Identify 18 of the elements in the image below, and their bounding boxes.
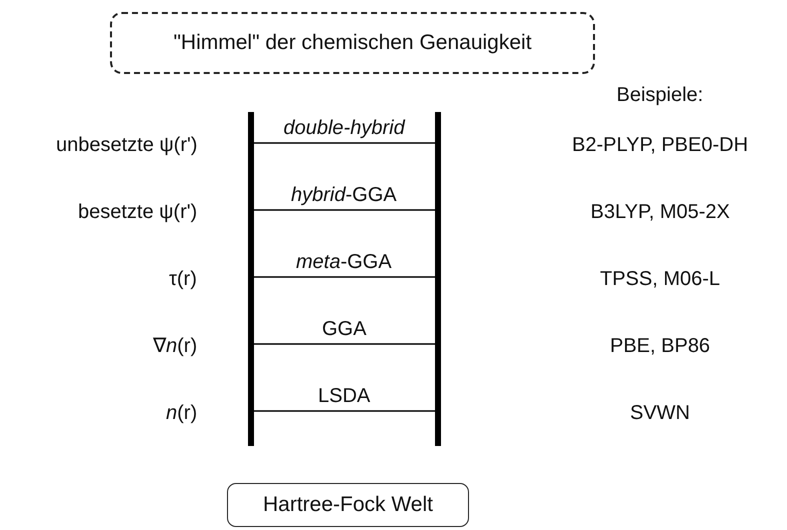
rung-label: GGA xyxy=(322,317,366,341)
rung-label: hybrid-GGA xyxy=(291,183,397,207)
input-label: besetzte ψ(r') xyxy=(78,200,198,224)
example-label: TPSS, M06-L xyxy=(600,267,720,291)
rung-label: LSDA xyxy=(318,384,370,408)
dashed-rounded-box: "Himmel" der chemischen Genauigkeit xyxy=(110,12,595,74)
input-label: ∇n(r) xyxy=(153,334,198,358)
example-label: PBE, BP86 xyxy=(610,334,710,358)
rung-label: meta-GGA xyxy=(296,250,392,274)
input-label: τ(r) xyxy=(169,267,197,291)
input-label: unbesetzte ψ(r') xyxy=(56,133,198,157)
heading-label: Beispiele: xyxy=(616,83,704,107)
example-label: B2-PLYP, PBE0-DH xyxy=(572,133,748,157)
example-label: SVWN xyxy=(630,401,690,425)
rounded-box: Hartree-Fock Welt xyxy=(227,483,469,527)
example-label: B3LYP, M05-2X xyxy=(590,200,730,224)
input-label: n(r) xyxy=(166,401,198,425)
rung-label: double-hybrid xyxy=(284,116,405,140)
